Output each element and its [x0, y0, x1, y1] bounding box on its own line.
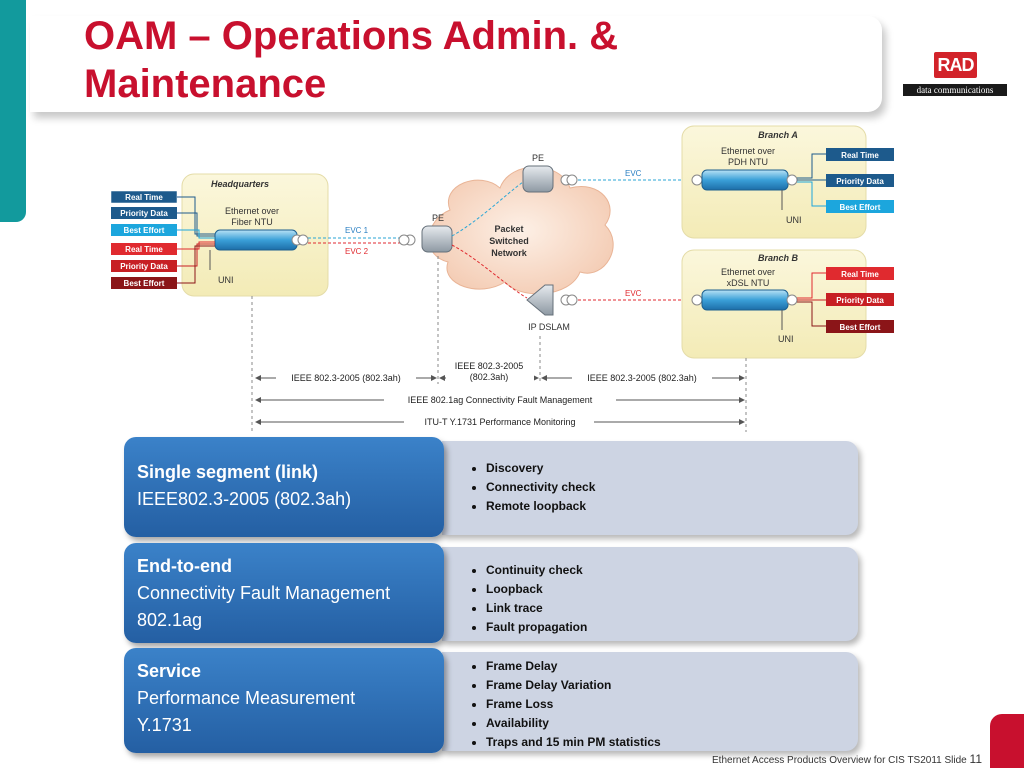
row-heading-panel: End-to-end Connectivity Fault Management…: [124, 543, 444, 643]
branch-a-device-line1: Ethernet over: [721, 146, 775, 156]
hq-fiber-ntu: [214, 229, 298, 251]
bullet-item: Frame Loss: [486, 695, 858, 714]
pe-left-router-icon: [421, 225, 453, 253]
bullet-item: Continuity check: [486, 561, 858, 580]
footer-text: Ethernet Access Products Overview for CI…: [712, 755, 967, 766]
slide-footer: Ethernet Access Products Overview for CI…: [712, 752, 982, 766]
branch-b-service-priority-data: Priority Data: [836, 296, 884, 305]
branch-a-device-line2: PDH NTU: [728, 157, 768, 167]
bullet-item: Connectivity check: [486, 478, 858, 497]
logo-subtitle: data communications: [903, 84, 1007, 96]
pe-top-router-icon: [522, 165, 554, 193]
row-heading-panel: Single segment (link) IEEE802.3-2005 (80…: [124, 437, 444, 537]
bullet-list: Frame Delay Frame Delay Variation Frame …: [472, 657, 858, 752]
bullet-item: Link trace: [486, 599, 858, 618]
cloud-line2: Switched: [489, 236, 529, 246]
hq-title: Headquarters: [211, 179, 269, 189]
row-standard: 802.1ag: [137, 610, 203, 630]
slide-number: 11: [969, 752, 982, 766]
evc2-label: EVC 2: [345, 247, 369, 256]
hq-device-line1: Ethernet over: [225, 206, 279, 216]
standard-right: IEEE 802.3-2005 (802.3ah): [587, 373, 697, 383]
oam-row-service: Frame Delay Frame Delay Variation Frame …: [124, 648, 864, 753]
branch-a-title: Branch A: [758, 130, 798, 140]
hq-service-real-time: Real Time: [125, 193, 163, 202]
title-line-2: Maintenance: [84, 62, 327, 106]
hq-service-best-effort-2: Best Effort: [124, 279, 165, 288]
title-line-1: OAM – Operations Admin. &: [84, 14, 619, 58]
row-heading: Service: [137, 661, 202, 681]
branch-b-service-best-effort: Best Effort: [840, 323, 881, 332]
hq-service-real-time-2: Real Time: [125, 245, 163, 254]
segment-boundaries: [251, 256, 747, 432]
red-corner-accent: [990, 714, 1024, 768]
hq-service-best-effort: Best Effort: [124, 226, 165, 235]
branch-b-service-real-time: Real Time: [841, 270, 879, 279]
bullet-item: Discovery: [486, 459, 858, 478]
bullet-item: Remote loopback: [486, 497, 858, 516]
branch-a-service-best-effort: Best Effort: [840, 203, 881, 212]
row-description: Performance Measurement: [137, 688, 356, 708]
row-standard: IEEE802.3-2005 (802.3ah): [137, 489, 352, 509]
branch-a-pdh-ntu: [701, 169, 789, 191]
branch-a-service-labels: Real Time Priority Data Best Effort: [797, 148, 894, 213]
row-bullets-panel: Continuity check Loopback Link trace Fau…: [442, 547, 858, 641]
hq-service-priority-data: Priority Data: [120, 209, 168, 218]
row-heading-panel: Service Performance Measurement Y.1731: [124, 648, 444, 753]
pe-top-label: PE: [532, 153, 544, 163]
row-heading: Single segment (link): [137, 462, 319, 482]
standard-left: IEEE 802.3-2005 (802.3ah): [291, 373, 401, 383]
network-diagram: Headquarters Ethernet over Fiber NTU UNI…: [110, 125, 894, 432]
evc1-label: EVC 1: [345, 226, 369, 235]
hq-service-priority-data-2: Priority Data: [120, 262, 168, 271]
row-bullets-panel: Discovery Connectivity check Remote loop…: [442, 441, 858, 535]
rad-logo: RAD data communications: [903, 52, 1007, 96]
ip-dslam-icon: [526, 284, 554, 316]
logo-brand: RAD: [934, 52, 977, 78]
branch-b-title: Branch B: [758, 253, 799, 263]
oam-row-link: Discovery Connectivity check Remote loop…: [124, 437, 864, 537]
hq-device-line2: Fiber NTU: [231, 217, 273, 227]
row-description: Connectivity Fault Management: [137, 583, 391, 603]
bullet-item: Loopback: [486, 580, 858, 599]
hq-service-labels: Real Time Priority Data Best Effort Real…: [110, 190, 215, 289]
branch-a-service-real-time: Real Time: [841, 151, 879, 160]
branch-b-device-line2: xDSL NTU: [727, 278, 770, 288]
branch-b-uni: UNI: [778, 334, 794, 344]
ip-dslam-label: IP DSLAM: [528, 322, 570, 332]
bullet-item: Frame Delay: [486, 657, 858, 676]
row-standard: Y.1731: [137, 715, 192, 735]
row-heading: End-to-end: [137, 556, 232, 576]
hq-uni: UNI: [218, 275, 234, 285]
slide-title: OAM – Operations Admin. & Maintenance: [84, 12, 864, 108]
row-bullets-panel: Frame Delay Frame Delay Variation Frame …: [442, 652, 858, 751]
cloud-line1: Packet: [494, 224, 523, 234]
bullet-item: Fault propagation: [486, 618, 858, 637]
branch-a-service-priority-data: Priority Data: [836, 177, 884, 186]
packet-network-cloud: [428, 166, 614, 295]
standard-mid-line1: IEEE 802.3-2005: [455, 361, 524, 371]
evc-top-label: EVC: [625, 169, 642, 178]
bullet-item: Traps and 15 min PM statistics: [486, 733, 858, 752]
standards-arrows: IEEE 802.3-2005 (802.3ah) IEEE 802.3-200…: [255, 358, 745, 427]
pe-left-label: PE: [432, 213, 444, 223]
standard-cfm: IEEE 802.1ag Connectivity Fault Manageme…: [408, 395, 593, 405]
bullet-list: Discovery Connectivity check Remote loop…: [472, 459, 858, 516]
branch-a-uni: UNI: [786, 215, 802, 225]
title-panel: [30, 16, 882, 112]
teal-accent-bar: [0, 0, 26, 222]
cloud-line3: Network: [491, 248, 528, 258]
branch-b-service-labels: Real Time Priority Data Best Effort: [797, 267, 894, 333]
branch-b-device-line1: Ethernet over: [721, 267, 775, 277]
branch-b-xdsl-ntu: [701, 289, 789, 311]
oam-row-end-to-end: Continuity check Loopback Link trace Fau…: [124, 543, 864, 643]
standard-pm: ITU-T Y.1731 Performance Monitoring: [424, 417, 575, 427]
standard-mid-line2: (802.3ah): [470, 372, 509, 382]
bullet-item: Availability: [486, 714, 858, 733]
bullet-item: Frame Delay Variation: [486, 676, 858, 695]
evc-bottom-label: EVC: [625, 289, 642, 298]
bullet-list: Continuity check Loopback Link trace Fau…: [472, 561, 858, 637]
